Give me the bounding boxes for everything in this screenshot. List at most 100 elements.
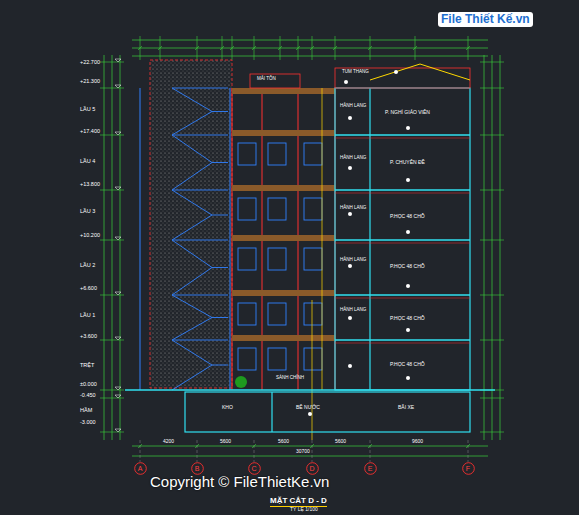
axis-letter: C xyxy=(248,462,261,475)
dimension-tick xyxy=(100,88,124,89)
dimension-line xyxy=(104,55,105,440)
dimension-line xyxy=(120,55,121,440)
watermark-logo: File Thiết Kế.vn xyxy=(438,12,533,27)
drawing-label: HÀNH LANG xyxy=(340,104,366,109)
floor-slab xyxy=(335,294,470,295)
floor-band xyxy=(232,335,335,341)
drawing-label: SẢNH CHÍNH xyxy=(276,376,304,381)
drawing-label: TRỆT xyxy=(80,362,94,368)
axis-letter: A xyxy=(134,462,147,475)
window xyxy=(304,198,322,220)
light-fixture xyxy=(348,212,352,216)
column-line xyxy=(322,88,323,390)
stair-landing xyxy=(172,340,228,341)
drawing-label: P.HỌC 48 CHỖ xyxy=(390,362,425,368)
window xyxy=(268,348,286,370)
dimension-tick xyxy=(466,444,470,448)
drawing-label: +21.300 xyxy=(80,78,100,84)
drawing-label: P. CHUYÊN ĐỀ xyxy=(390,160,425,166)
stair-void xyxy=(150,60,232,388)
dimension-tick xyxy=(195,444,199,448)
drawing-label: 30700 xyxy=(296,449,310,455)
dimension-tick xyxy=(310,46,314,50)
dimension-tick xyxy=(480,432,504,433)
dimension-tick xyxy=(480,62,504,63)
dimension-tick xyxy=(252,444,256,448)
bubble-circle xyxy=(191,462,203,474)
drawing-label: KHO xyxy=(222,405,233,411)
axis-bubble: D xyxy=(306,462,319,475)
stair-landing xyxy=(172,295,228,296)
dimension-tick xyxy=(480,88,504,89)
slab-edge xyxy=(335,243,470,244)
dimension-tick xyxy=(158,46,162,50)
bubble-circle xyxy=(364,462,376,474)
stair-landing xyxy=(172,190,228,191)
drawing-label: -3.000 xyxy=(80,419,96,425)
drawing-label: +6.600 xyxy=(80,285,97,291)
dimension-tick xyxy=(252,46,256,50)
drawing-label: 5600 xyxy=(220,439,231,445)
light-fixture xyxy=(348,264,352,268)
stair-wall xyxy=(230,88,231,390)
stair-flight xyxy=(172,295,228,340)
level-marker xyxy=(115,395,121,398)
dimension-tick xyxy=(138,444,142,448)
window xyxy=(238,248,256,270)
dimension-tick xyxy=(333,46,337,50)
light-fixture xyxy=(348,116,352,120)
axis-bubble: C xyxy=(248,462,261,475)
window xyxy=(268,303,286,325)
drawing-label: P.HỌC 48 CHỖ xyxy=(390,264,425,270)
dimension-line xyxy=(492,55,493,440)
level-marker xyxy=(115,237,121,240)
window xyxy=(238,303,256,325)
level-marker xyxy=(115,132,121,135)
floor-slab xyxy=(335,239,470,240)
dimension-tick xyxy=(368,444,372,448)
axis-bubble: F xyxy=(462,462,475,475)
axis-line xyxy=(370,440,371,462)
stair-flight xyxy=(172,88,228,135)
dimension-tick xyxy=(100,62,124,63)
drawing-label: TUM THANG xyxy=(342,70,369,75)
drawing-label: +22.700 xyxy=(80,59,100,65)
dimension-tick xyxy=(100,240,124,241)
stair-flight xyxy=(172,340,228,390)
dimension-tick xyxy=(100,398,124,399)
dimension-line xyxy=(484,55,485,440)
drawing-label: P.HỌC 48 CHỖ xyxy=(390,214,425,220)
stair-landing xyxy=(172,240,228,241)
dimension-line xyxy=(132,40,488,41)
window xyxy=(238,198,256,220)
floor-band xyxy=(232,88,335,94)
watermark: Copyright © FileThietKe.vn xyxy=(150,474,329,491)
axis-letter: F xyxy=(462,462,475,475)
light-fixture xyxy=(308,412,312,416)
stair-flight xyxy=(172,190,228,240)
dimension-tick xyxy=(278,46,282,50)
drawing-label: 9600 xyxy=(412,439,423,445)
drawing-label: +10.200 xyxy=(80,232,100,238)
drawing-label: LẦU 1 xyxy=(80,312,95,318)
slab-edge xyxy=(335,298,470,299)
drawing-label: TỶ LỆ 1/100 xyxy=(290,507,318,513)
window xyxy=(304,143,322,165)
dimension-tick xyxy=(310,444,314,448)
corridor-wall xyxy=(369,88,370,390)
axis-letter: E xyxy=(364,462,377,475)
floor-band xyxy=(232,130,335,136)
stair-flight xyxy=(172,135,228,190)
floor-band xyxy=(232,185,335,191)
drawing-label: +13.800 xyxy=(80,181,100,187)
drawing-label: HÀNH LANG xyxy=(340,156,366,161)
dimension-tick xyxy=(100,390,124,391)
axis-bubble: B xyxy=(191,462,204,475)
dimension-line xyxy=(500,55,501,440)
level-marker xyxy=(115,292,121,295)
drawing-label: 5600 xyxy=(278,439,289,445)
dimension-tick xyxy=(100,190,124,191)
level-marker xyxy=(115,85,121,88)
dimension-tick xyxy=(480,295,504,296)
